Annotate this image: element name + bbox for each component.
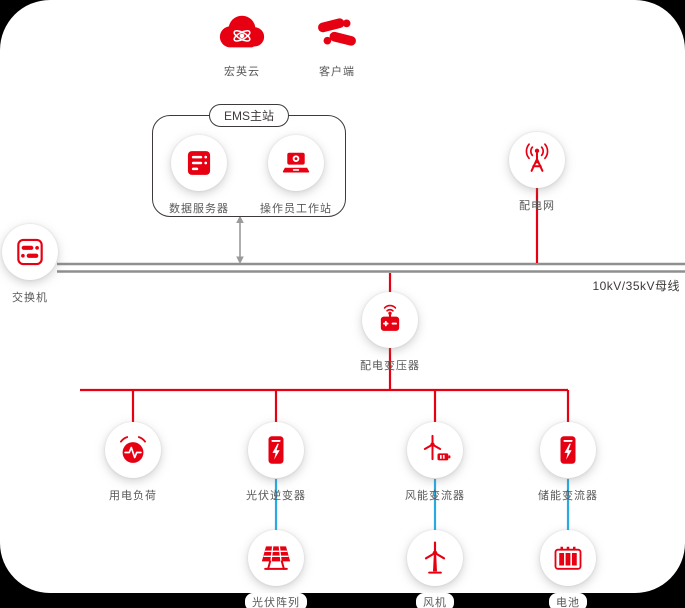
node-label: 风机 (416, 593, 454, 608)
node-switch: 交换机 (2, 224, 58, 305)
node-label: 用电负荷 (109, 490, 157, 502)
busbar-lines (57, 262, 685, 273)
ems-bus-arrow (236, 215, 244, 264)
node-data-server: 数据服务器 (169, 135, 229, 216)
battery-icon (540, 530, 596, 586)
power-lines (80, 188, 570, 423)
storage-inverter-icon (540, 422, 596, 478)
node-wind-converter: 风能变流器 (405, 422, 465, 503)
node-pv-array: 光伏阵列 (245, 530, 307, 608)
hands-client-icon (308, 7, 366, 59)
ems-group-box: EMS主站 (152, 104, 346, 217)
node-label: 操作员工作站 (260, 203, 332, 215)
node-label: 配电变压器 (360, 360, 420, 372)
node-load: 用电负荷 (105, 422, 161, 503)
node-label: 储能变流器 (538, 490, 598, 502)
network-switch-icon (2, 224, 58, 280)
wind-converter-icon (407, 422, 463, 478)
transformer-icon (362, 292, 418, 348)
ems-group-label: EMS主站 (208, 104, 290, 127)
node-storage-converter: 储能变流器 (538, 422, 598, 503)
node-wind-turbine: 风机 (407, 530, 463, 608)
node-label: 风能变流器 (405, 490, 465, 502)
device-links (274, 479, 570, 531)
node-transformer: 配电变压器 (360, 292, 420, 373)
node-cloud: 宏英云 (213, 7, 271, 79)
load-pulse-icon (105, 422, 161, 478)
diagram-background (0, 0, 685, 593)
busbar-label: 10kV/35kV母线 (592, 279, 680, 293)
node-label: 交换机 (12, 292, 48, 304)
node-label: 光伏阵列 (245, 593, 307, 608)
node-pv-inverter: 光伏逆变器 (246, 422, 306, 503)
node-workstation: 操作员工作站 (260, 135, 331, 216)
laptop-icon (268, 135, 324, 191)
node-grid: 配电网 (509, 132, 565, 213)
node-label: 客户端 (319, 66, 355, 78)
cloud-icon (213, 7, 271, 59)
node-battery: 电池 (540, 530, 596, 608)
node-label: 宏英云 (224, 66, 260, 78)
solar-panel-icon (248, 530, 304, 586)
node-label: 光伏逆变器 (246, 490, 306, 502)
node-label: 电池 (549, 593, 587, 608)
node-label: 配电网 (519, 200, 555, 212)
inverter-icon (248, 422, 304, 478)
antenna-icon (509, 132, 565, 188)
node-label: 数据服务器 (169, 203, 229, 215)
server-icon (171, 135, 227, 191)
node-client: 客户端 (308, 7, 366, 79)
wind-turbine-icon (407, 530, 463, 586)
